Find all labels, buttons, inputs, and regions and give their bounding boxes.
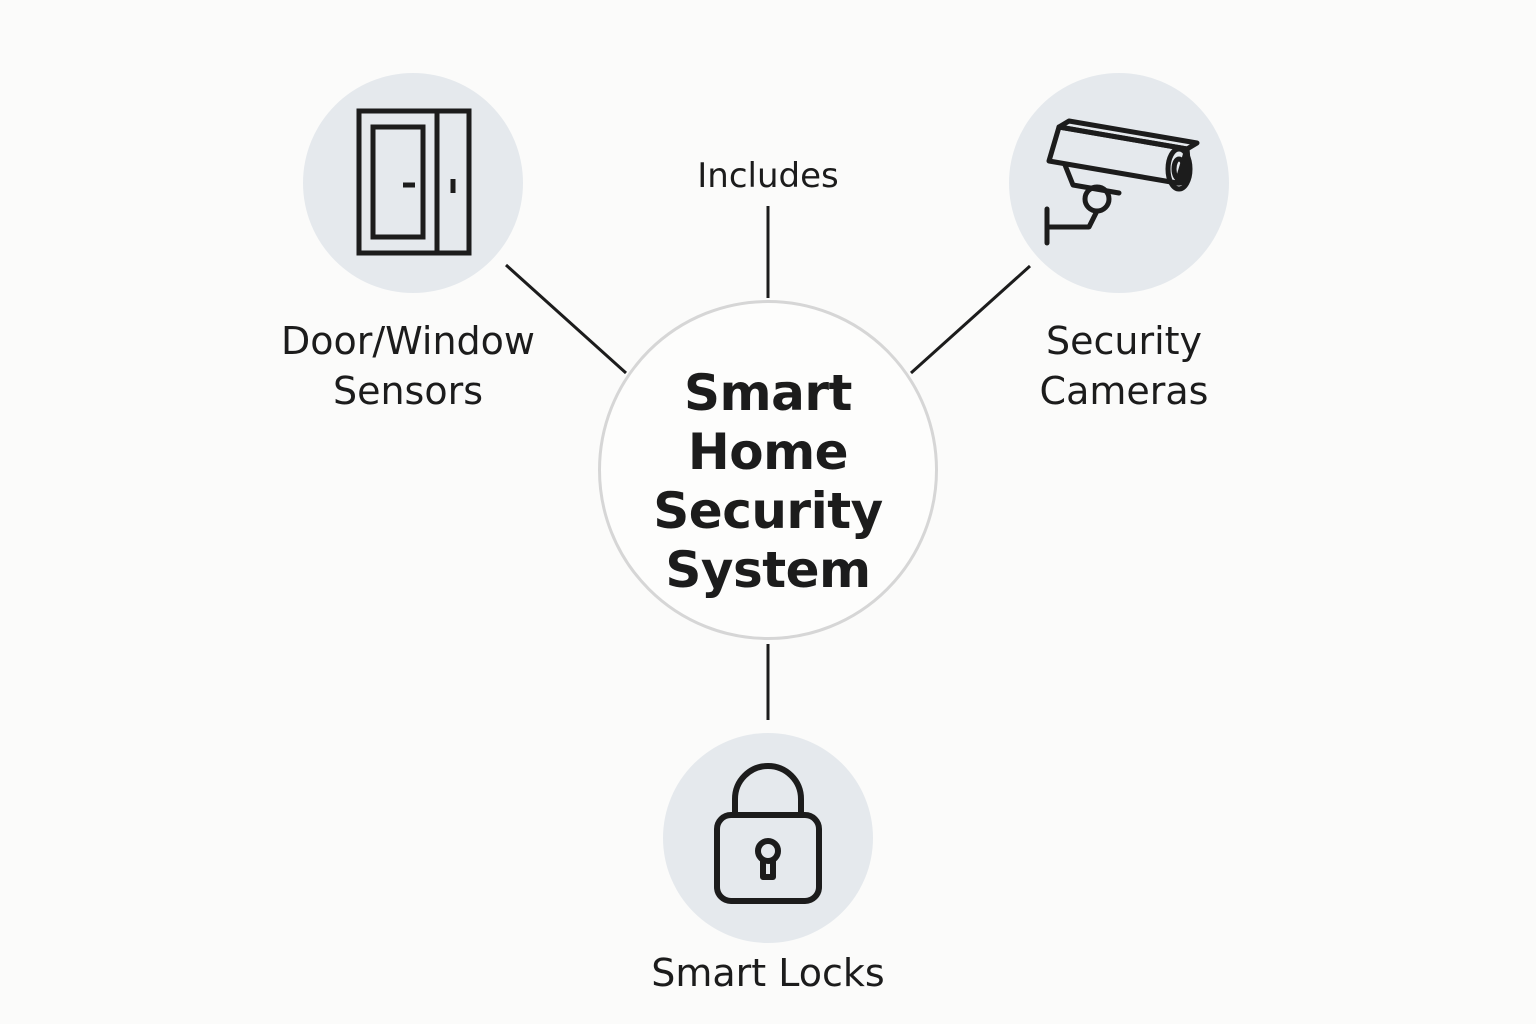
door-icon: [356, 108, 472, 256]
cameras-label: Security Cameras: [1039, 319, 1209, 413]
locks-icon-circle: [663, 733, 873, 943]
center-node: [598, 300, 938, 640]
center-title: Smart Home Security System: [653, 364, 883, 599]
includes-label: Includes: [697, 156, 839, 196]
connector-line-right: [909, 264, 1032, 375]
sensors-label: Door/Window Sensors: [280, 319, 535, 413]
connector-line-left: [504, 263, 628, 375]
sensors-icon-circle: [303, 73, 523, 293]
cameras-icon-circle: [1009, 73, 1229, 293]
padlock-icon: [714, 763, 822, 904]
security-camera-icon: [1044, 118, 1200, 246]
locks-label: Smart Locks: [651, 951, 885, 995]
